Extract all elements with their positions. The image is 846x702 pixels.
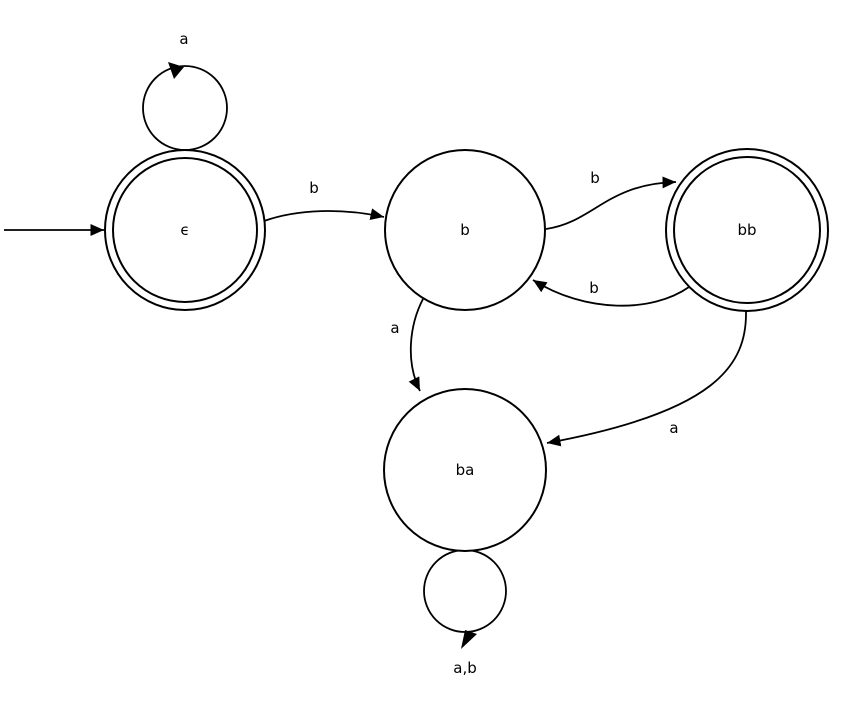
state-ba: ba [383,388,547,552]
edge-epsilon-to-b [263,208,385,222]
edge-b-to-bb [545,176,677,230]
state-bb-inner-circle [673,156,821,304]
edge-bb-to-ba [546,310,747,447]
self-loop-epsilon [142,65,228,151]
self-loop-epsilon-arrowhead-icon [168,62,184,79]
transition-label-epsilon-to-b: b [309,179,319,197]
transition-label-bb-to-ba: a [669,419,678,437]
transition-label-ba-self: a,b [453,659,476,677]
state-ba-circle [383,388,547,552]
state-bb-outer-circle [665,148,829,312]
transition-label-epsilon-self: a [179,30,188,48]
state-epsilon-outer-circle [104,149,266,311]
state-bb-label: bb [737,221,756,239]
transition-label-bb-to-b: b [589,279,599,297]
state-epsilon: ϵ [104,149,266,311]
edge-b-to-ba [408,298,424,392]
state-b-circle [384,149,546,311]
state-epsilon-inner-circle [112,157,258,303]
transition-label-b-to-ba: a [390,319,399,337]
state-bb: bb [665,148,829,312]
state-b-label: b [460,221,470,239]
state-ba-label: ba [456,461,475,479]
self-loop-ba [423,549,507,633]
state-epsilon-label: ϵ [180,221,189,239]
transition-label-b-to-bb: b [590,169,600,187]
edge-bb-to-b [532,279,690,307]
state-b: b [384,149,546,311]
self-loop-ba-arrowhead-icon [461,630,477,649]
